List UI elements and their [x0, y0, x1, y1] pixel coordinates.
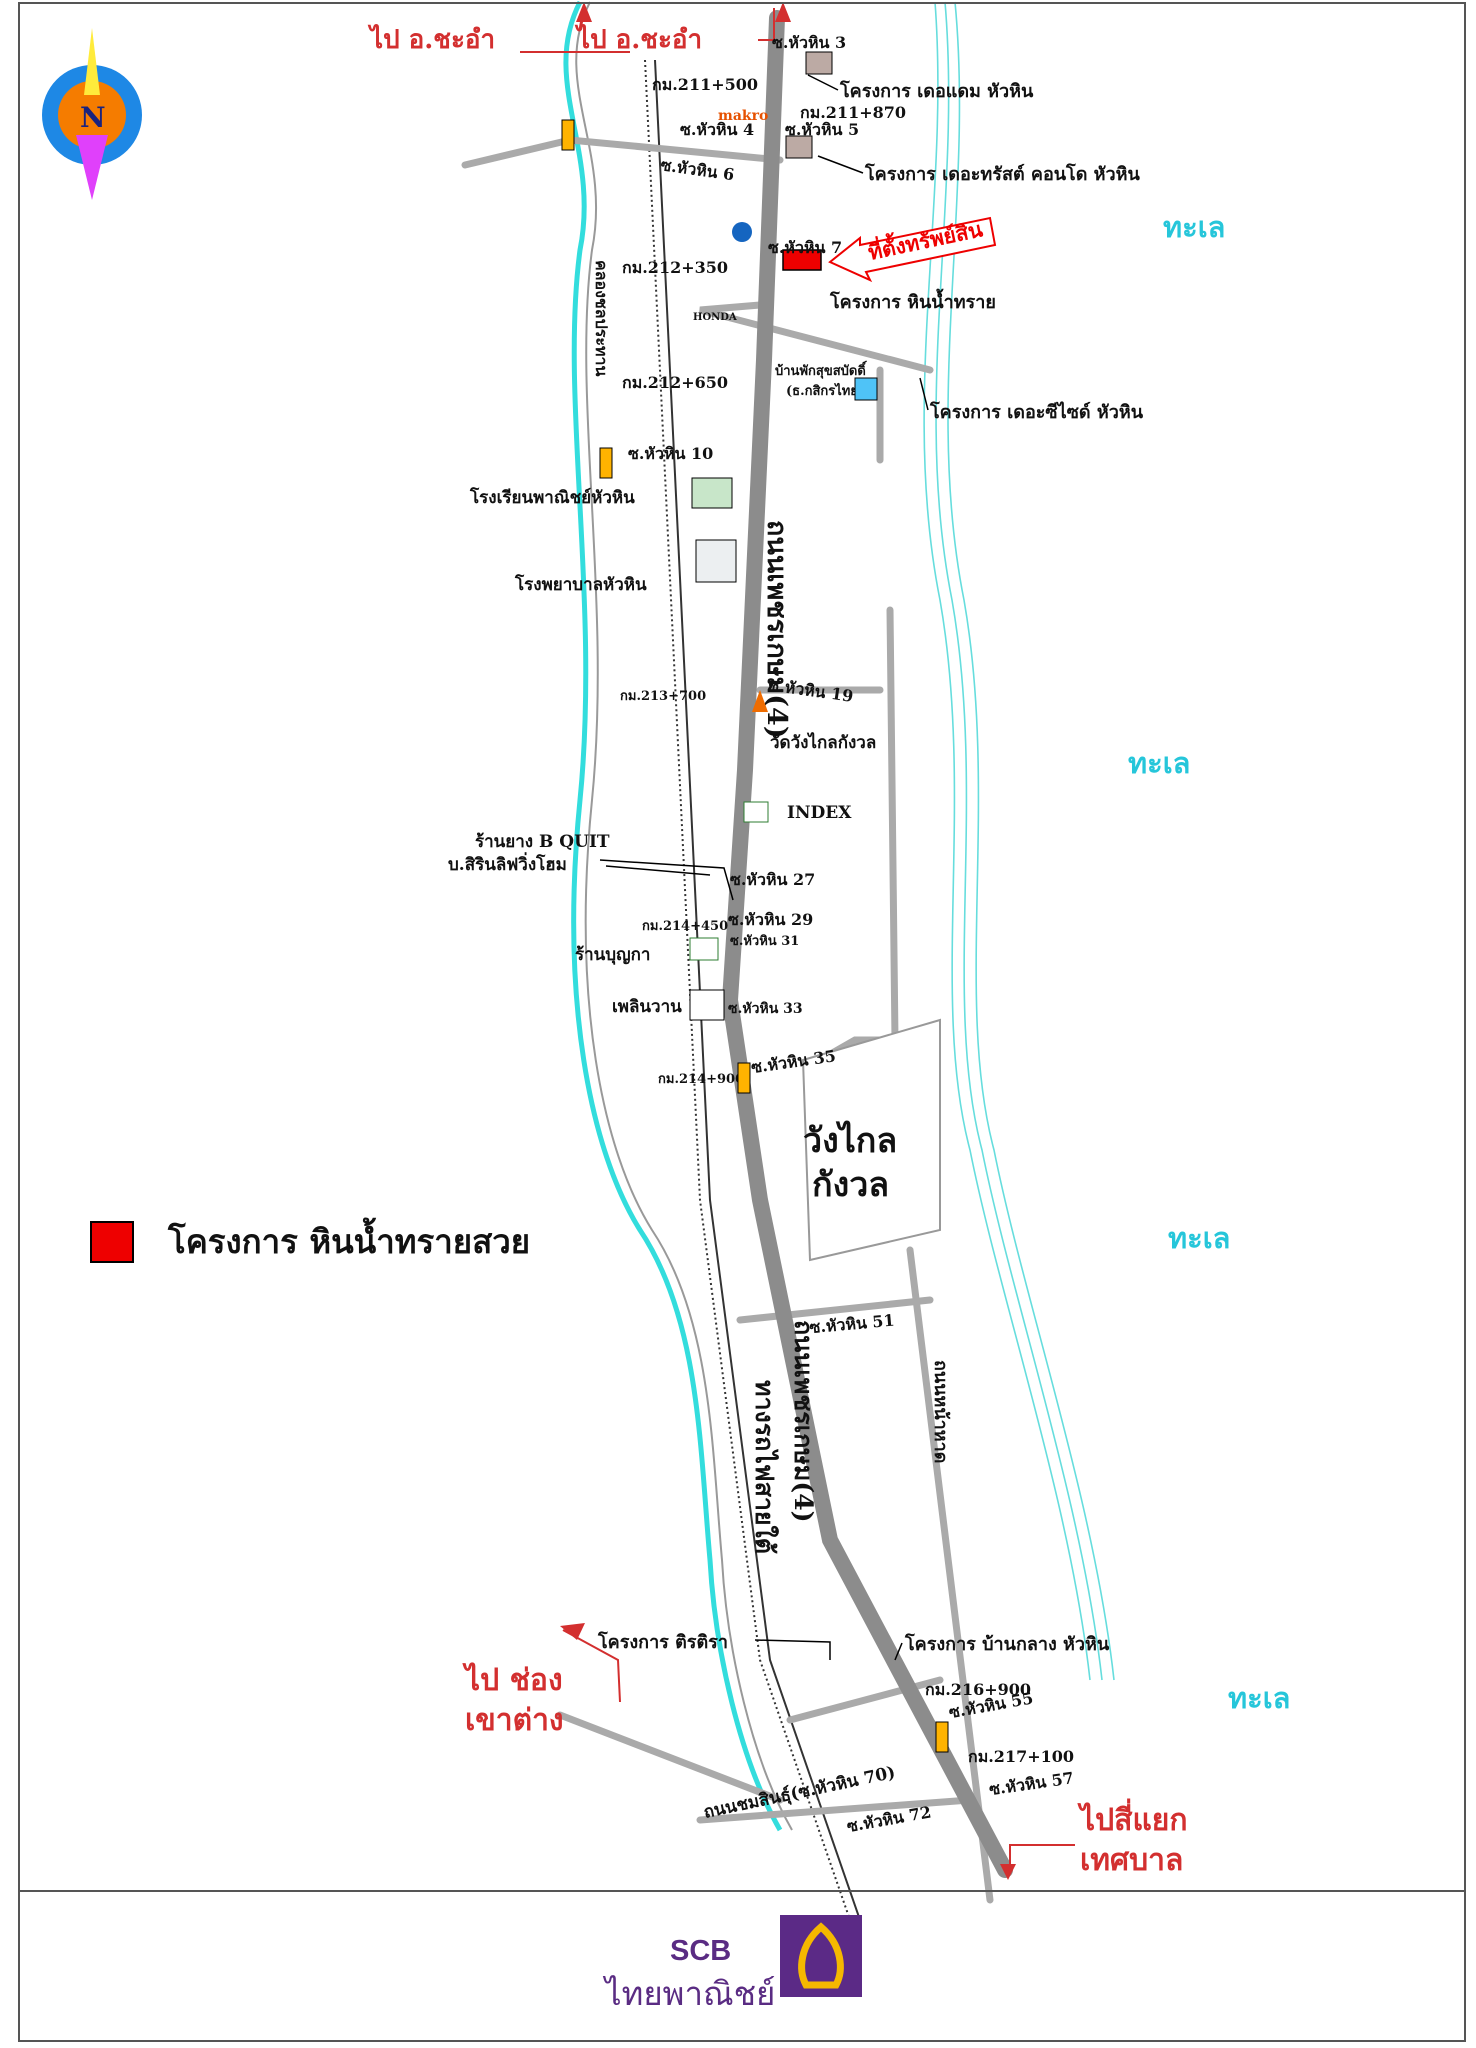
km-marker: กม.216+900 [925, 1680, 1031, 1699]
bank-label-1: บ้านพักสุขสบัดดิ์ [775, 360, 868, 379]
tire-shop-label: ร้านยาง B QUIT [475, 832, 610, 852]
project-label: โครงการ เดอะซีไซด์ หัวหิน [929, 401, 1144, 423]
km-marker: กม.212+650 [622, 373, 728, 392]
km-marker: กม.211+500 [652, 75, 758, 94]
index-icon [743, 801, 769, 823]
soi-label: ซ.หัวหิน 10 [628, 444, 713, 463]
plernwan-label: เพลินวาน [612, 997, 682, 1017]
sea-label-1: ทะเล [1163, 210, 1225, 244]
north-arrow-icon [42, 28, 142, 200]
road-label-main: ถนนเพชรเกษม(4) [761, 520, 792, 739]
direction-cha-am-2: ไป อ.ชะอำ [574, 23, 702, 55]
traffic-light-icon [599, 447, 613, 479]
school-icon [691, 477, 733, 509]
legend-label: โครงการ หินน้ำทรายสวย [168, 1222, 531, 1261]
index-label: INDEX [787, 803, 852, 823]
scb-logo: SCB ไทยพาณิชย์ [600, 1915, 870, 2015]
temple-icon [752, 690, 768, 712]
km-marker: กม.214+900 [658, 1072, 744, 1087]
project-label: โครงการ บ้านกลาง หัวหิน [904, 1633, 1110, 1655]
school-label: โรงเรียนพาณิชย์หัวหิน [469, 487, 635, 508]
km-marker: กม.214+450 [642, 919, 728, 934]
bank-label-2: (ธ.กสิกรไทย) [786, 382, 864, 399]
scb-emblem-icon [780, 1915, 862, 1997]
sea-label-4: ทะเล [1228, 1681, 1290, 1715]
property-marker [782, 249, 822, 271]
hospital-label: โรงพยาบาลหัวหิน [514, 574, 647, 595]
road-label-railway: ทางรถไฟสายใต้ [750, 1380, 780, 1554]
scb-brand: SCB [670, 1935, 732, 1967]
hospital-icon [695, 539, 737, 583]
building-icon [785, 135, 813, 159]
project-label: โครงการ เดอะทรัสต์ คอนโด หัวหิน [864, 163, 1141, 185]
soi-label: ซ.หัวหิน 31 [730, 934, 799, 949]
km-marker: กม.211+870 [800, 103, 906, 122]
soi-label: ซ.หัวหิน 7 [768, 238, 842, 257]
project-label: โครงการ หินน้ำทราย [829, 288, 996, 313]
km-marker: กม.213+700 [620, 689, 706, 704]
soi-label: ซ.หัวหิน 5 [785, 120, 859, 139]
palace-label-2: กังวล [812, 1165, 889, 1205]
palace-area [801, 1018, 941, 1262]
direction-khao-tao-2: เขาต่าง [465, 1703, 564, 1738]
soi-label: ซ.หัวหิน 29 [728, 910, 813, 929]
sirin-label: บ.สิรินลิฟวิ่งโฮม [448, 852, 567, 875]
ptt-icon [732, 222, 752, 242]
sea-label-3: ทะเล [1168, 1221, 1230, 1255]
traffic-light-icon [561, 119, 575, 151]
boonka-label: ร้านบุญกา [575, 945, 650, 965]
soi-label: ซ.หัวหิน 33 [728, 1001, 803, 1017]
project-label: โครงการ เดอแดม หัวหิน [839, 80, 1034, 102]
soi-label: ซ.หัวหิน 27 [730, 870, 815, 889]
soi-label: ซ.หัวหิน 4 [680, 120, 754, 139]
road-label-beach: ถนนหน้าหาด [930, 1360, 951, 1463]
legend: โครงการ หินน้ำทรายสวย [90, 1215, 530, 1268]
property-callout-arrow [828, 216, 997, 283]
traffic-light-icon [935, 1721, 949, 1753]
direction-khao-tao-1: ไป ช่อง [462, 1662, 563, 1698]
direction-junction-1: ไปสี่แยก [1077, 1798, 1188, 1838]
road-label-main-south: ถนนเพชรเกษม(4) [789, 1320, 818, 1522]
km-marker: กม.217+100 [968, 1747, 1074, 1766]
direction-junction-2: เทศบาล [1080, 1843, 1183, 1878]
plernwan-icon [689, 989, 725, 1021]
makro-logo: makro [718, 108, 768, 124]
building-icon [805, 51, 833, 75]
traffic-light-icon [737, 1062, 751, 1094]
footer-divider [18, 1890, 1466, 1892]
soi-label: ซ.หัวหิน 3 [772, 33, 846, 52]
bank-icon [854, 377, 878, 401]
sea-label-2: ทะเล [1128, 746, 1190, 780]
direction-cha-am-1: ไป อ.ชะอำ [367, 23, 495, 55]
palace-label-1: วังไกล [803, 1120, 897, 1161]
road-label-canal: คลองชลประทาน [592, 260, 611, 376]
km-marker: กม.212+350 [622, 258, 728, 277]
legend-swatch [90, 1220, 134, 1263]
project-label: โครงการ ติรติรา [597, 1631, 728, 1653]
map-frame [18, 2, 1466, 2042]
north-label: N [80, 101, 106, 134]
honda-logo: HONDA [693, 312, 737, 323]
boonka-icon [689, 937, 719, 961]
scb-brand-thai: ไทยพาณิชย์ [605, 1974, 776, 2013]
temple-label: วัดวังไกลกังวล [770, 732, 876, 753]
